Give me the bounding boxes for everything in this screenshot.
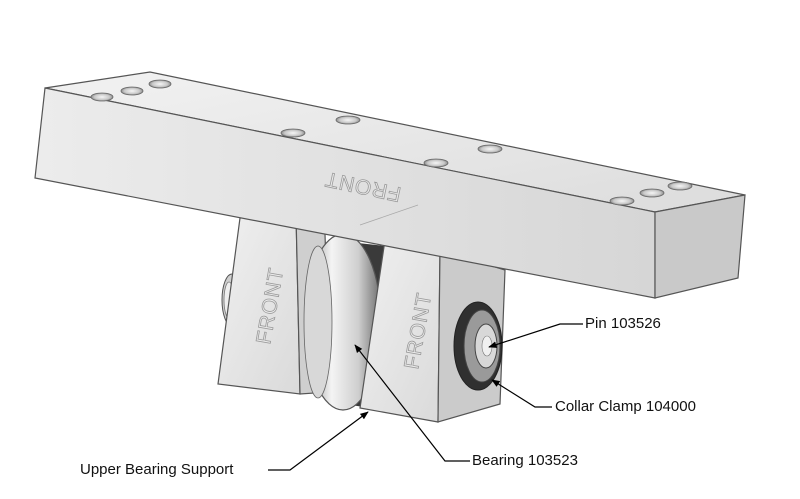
mounting-holes	[90, 79, 693, 206]
mounting-bar: FRONT	[34, 71, 746, 299]
mounting-hole	[477, 144, 503, 154]
upper-bearing-support-label: Upper Bearing Support	[80, 461, 234, 478]
leader-lines	[268, 323, 583, 471]
bearing-label: Bearing 103523	[472, 452, 578, 469]
bar-engraving-line	[359, 204, 419, 226]
mounting-hole	[609, 196, 635, 206]
mounting-hole	[639, 188, 665, 198]
pin-label: Pin 103526	[585, 315, 661, 332]
mounting-hole	[423, 158, 449, 168]
pin-leader	[488, 323, 583, 348]
mounting-hole	[280, 128, 306, 138]
bearing-leader	[354, 344, 470, 462]
mounting-hole	[335, 115, 361, 125]
mounting-hole	[667, 181, 693, 191]
mounting-hole	[120, 86, 144, 96]
collar-clamp-label: Collar Clamp 104000	[555, 398, 696, 415]
pin	[474, 323, 498, 369]
collar-clamp-leader	[491, 379, 552, 408]
mounting-hole	[90, 92, 114, 102]
upper-bearing-support-leader	[268, 411, 369, 471]
mounting-hole	[148, 79, 172, 89]
